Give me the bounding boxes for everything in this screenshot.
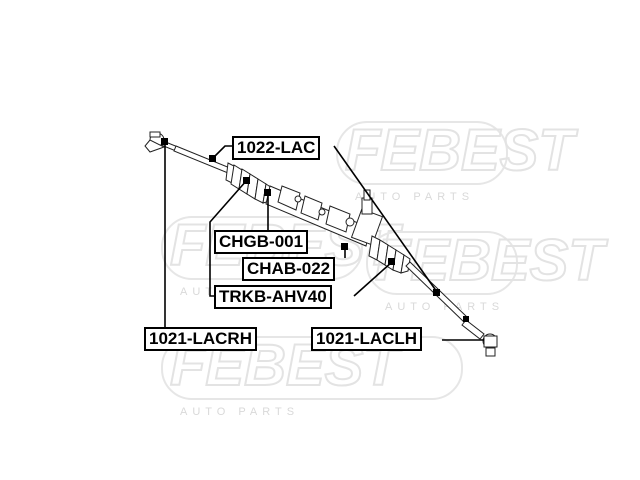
marker-1022-lac-left <box>209 155 216 162</box>
leader-trkb-ahv40-left <box>209 179 248 297</box>
leader-1022-lac-left <box>212 145 234 159</box>
leader-1022-lac-right <box>333 145 438 293</box>
watermark-tagline-top: AUTO PARTS <box>355 191 474 203</box>
label-rack-boot-kit[interactable]: TRKB-AHV40 <box>214 285 332 309</box>
watermark-right: FEBEST AUTO PARTS <box>366 227 609 313</box>
watermark-tagline-bottom: AUTO PARTS <box>180 406 299 418</box>
rack-housing-part <box>265 185 371 247</box>
watermark-brand-top: FEBEST <box>345 118 578 183</box>
label-outer-tie-rod-end-lh[interactable]: 1021-LACLH <box>311 327 423 351</box>
pinion-valve-part <box>345 189 384 246</box>
marker-trkb-ahv40-left <box>243 177 250 184</box>
label-outer-tie-rod-end-rh[interactable]: 1021-LACRH <box>144 327 257 351</box>
tie-rod-end-right-part <box>461 319 498 357</box>
marker-chab-022 <box>341 243 348 250</box>
marker-1022-lac-right <box>433 289 440 296</box>
leader-trkb-ahv40-right <box>353 261 393 297</box>
label-inner-tie-rod[interactable]: 1022-LAC <box>232 136 321 160</box>
label-steering-gear-boot[interactable]: CHGB-001 <box>214 230 309 254</box>
watermark-tagline-right: AUTO PARTS <box>385 301 504 313</box>
watermark-top: FEBEST AUTO PARTS <box>336 117 579 203</box>
marker-1021-laclh <box>463 316 469 322</box>
marker-1021-lacrh <box>161 138 168 145</box>
marker-chgb-001 <box>264 189 271 196</box>
label-rack-bushing[interactable]: CHAB-022 <box>242 257 336 281</box>
marker-trkb-ahv40-right <box>388 258 395 265</box>
steering-rack-drawing <box>144 131 498 357</box>
leader-lines <box>161 138 484 341</box>
watermark-brand-right: FEBEST <box>375 228 608 293</box>
